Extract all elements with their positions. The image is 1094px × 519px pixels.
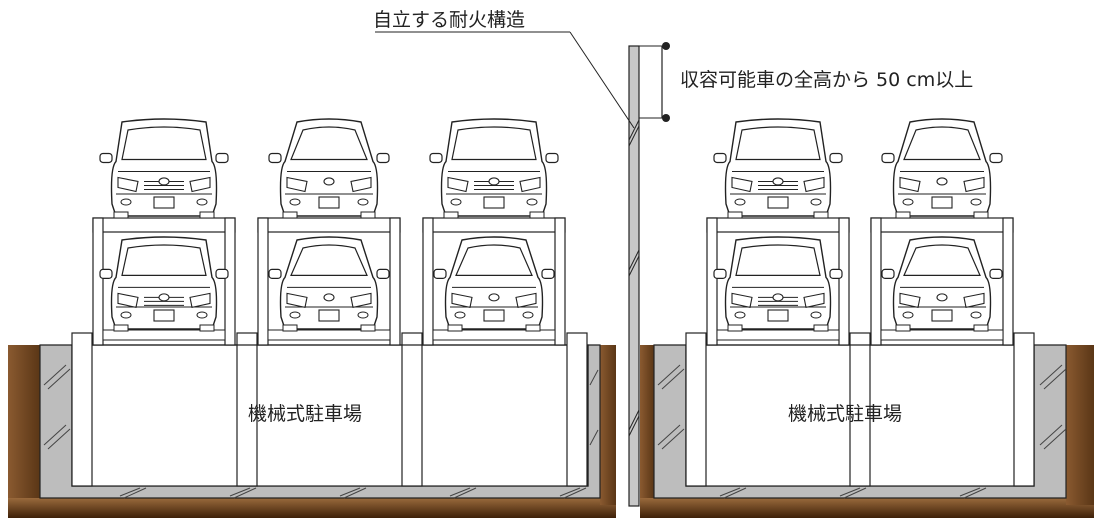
clearance-label: 収容可能車の全高から 50 cm以上 xyxy=(680,69,973,91)
car-upper-5 xyxy=(881,118,1003,219)
car-upper-3 xyxy=(429,118,559,219)
pallet-frame xyxy=(92,217,236,346)
wall-leader xyxy=(375,31,635,129)
pit-hatching-right xyxy=(657,364,1067,499)
car-upper-4 xyxy=(713,118,843,219)
fire-resistant-wall xyxy=(628,45,640,507)
cars xyxy=(99,118,1003,332)
pit-columns-right xyxy=(685,332,1035,487)
pit-hatching-left xyxy=(43,364,599,499)
wall-label: 自立する耐火構造 xyxy=(373,9,525,31)
right-pit xyxy=(640,332,1094,518)
left-pit xyxy=(8,332,616,518)
parking-label-right: 機械式駐車場 xyxy=(788,403,902,425)
soil-mid-right xyxy=(640,345,654,505)
car-lower-1 xyxy=(99,236,229,332)
soil-right xyxy=(1066,345,1094,505)
pallet-frames xyxy=(92,217,1014,346)
pallet-frame xyxy=(706,217,850,346)
car-lower-2 xyxy=(268,236,390,332)
soil-left xyxy=(8,345,40,505)
pit-interior-left xyxy=(71,344,589,487)
car-lower-4 xyxy=(713,236,843,332)
pallet-frame xyxy=(422,217,566,346)
soil-bottom-right xyxy=(640,498,1094,518)
pallet-frame xyxy=(870,217,1014,346)
car-upper-2 xyxy=(268,118,390,219)
parking-label-left: 機械式駐車場 xyxy=(248,403,362,425)
soil-bottom-left xyxy=(8,498,616,518)
soil-mid-left xyxy=(600,345,616,505)
car-lower-5 xyxy=(881,236,1003,332)
pit-columns-left xyxy=(71,332,588,487)
car-upper-1 xyxy=(99,118,229,219)
pallet-frame xyxy=(257,217,401,346)
car-lower-3 xyxy=(433,236,555,332)
clearance-dimension xyxy=(639,42,670,122)
